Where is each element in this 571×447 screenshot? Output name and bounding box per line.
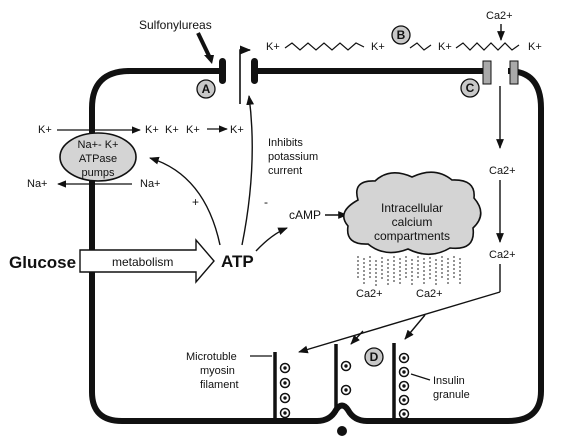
k-inside-label: K+ — [230, 124, 244, 136]
calcium-compartments-cloud — [342, 171, 482, 256]
k-inside-label: K+ — [145, 124, 159, 136]
c-marker: C — [460, 78, 480, 98]
inhibits-label-line3: current — [268, 165, 302, 177]
metabolism-arrow — [79, 238, 215, 284]
exocytosis-dot — [337, 426, 347, 436]
ca-to-granule-arrow — [350, 330, 364, 345]
cloud-label-line3: compartments — [374, 229, 450, 243]
microtuble-label-line3: filament — [200, 379, 239, 391]
sulfonylureas-arrow-head — [204, 55, 214, 64]
calcium-release-rain — [357, 256, 461, 286]
zigzag-line — [455, 42, 520, 51]
label-a: A — [202, 82, 211, 96]
label-c: C — [466, 81, 475, 95]
zigzag-line — [284, 42, 365, 51]
d-marker: D — [364, 347, 384, 367]
k-ion-label: K+ — [371, 41, 385, 53]
pump-label-line2: ATPase — [79, 153, 117, 165]
ca-inside-label: Ca2+ — [489, 249, 516, 261]
insulin-label-line2: granule — [433, 389, 470, 401]
inhibits-label-line2: potassium — [268, 151, 318, 163]
k-atp-channel — [219, 45, 258, 104]
k-inside-label: K+ — [186, 124, 200, 136]
channel-a-marker: A — [196, 79, 216, 99]
ca-release-label: Ca2+ — [416, 288, 443, 300]
na-k-atpase-pump — [59, 132, 137, 182]
ca-to-granule-arrow — [298, 291, 501, 354]
insulin-granule-cores — [283, 356, 406, 416]
label-d: D — [370, 350, 379, 364]
insulin-granules — [279, 352, 410, 420]
label-b: B — [397, 28, 406, 42]
k-outside-label: K+ — [38, 124, 52, 136]
insulin-label-line1: Insulin — [433, 375, 465, 387]
cloud-label-line1: Intracellular — [381, 201, 443, 215]
ca-inside-label: Ca2+ — [489, 165, 516, 177]
insulin-granule-pointer — [410, 373, 431, 381]
minus-sign: - — [264, 195, 268, 209]
k-efflux: K+ K+ K+ K+ — [266, 41, 542, 53]
microtuble-label-line2: myosin — [200, 365, 235, 377]
pump-label-line3: pumps — [81, 167, 115, 179]
b-marker: B — [391, 25, 411, 45]
k-inside-label: K+ — [165, 124, 179, 136]
zigzag-line — [409, 42, 432, 51]
na-inside-label: Na+ — [140, 178, 161, 190]
k-ion-label: K+ — [528, 41, 542, 53]
k-ion-label: K+ — [266, 41, 280, 53]
atp-label: ATP — [221, 252, 254, 271]
inhibits-label-line1: Inhibits — [268, 137, 303, 149]
cloud-label-line2: calcium — [392, 215, 433, 229]
atp-activates-pump-arrow — [149, 156, 221, 246]
atp-to-camp-arrow — [255, 227, 288, 252]
plus-sign: + — [192, 195, 199, 209]
na-outside-label: Na+ — [27, 178, 48, 190]
sulfonylureas-label: Sulfonylureas — [139, 18, 212, 32]
ca-to-granule-arrow — [404, 314, 426, 340]
glucose-label: Glucose — [9, 253, 76, 272]
microtuble-label-line1: Microtuble — [186, 351, 237, 363]
cell-membrane — [89, 68, 544, 436]
sulfonylureas-arrow — [196, 32, 212, 59]
camp-label: cAMP — [289, 208, 321, 222]
pump-label-line1: Na+- K+ — [78, 139, 119, 151]
metabolism-label: metabolism — [112, 255, 173, 269]
atp-inhibits-channel-arrow — [241, 95, 255, 246]
ca-release-label: Ca2+ — [356, 288, 383, 300]
ca-channel — [482, 60, 519, 85]
k-ion-label: K+ — [438, 41, 452, 53]
ca-outside-label: Ca2+ — [486, 10, 513, 22]
